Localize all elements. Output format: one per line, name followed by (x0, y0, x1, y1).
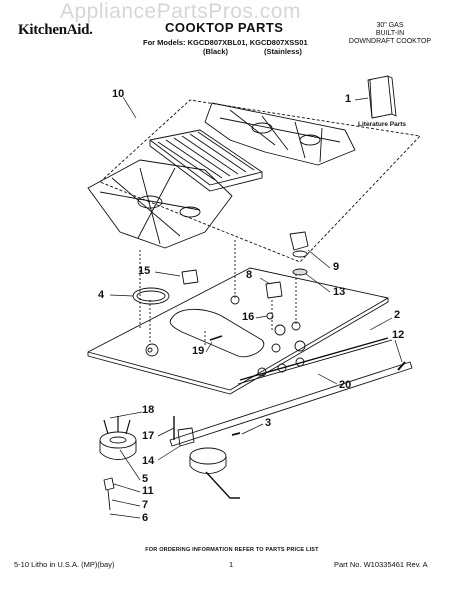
gas-line-1: 30" GAS (376, 22, 404, 29)
bracket-icon (177, 427, 195, 447)
callout-8: 8 (246, 269, 253, 281)
gas-line-3: DOWNDRAFT COOKTOP (348, 38, 432, 45)
screw-3-icon (231, 432, 241, 436)
ignition-switch-icon (181, 269, 199, 285)
part-number: Part No. W10335461 Rev. A (334, 560, 428, 569)
brand-logo: KitchenAid. (18, 22, 93, 38)
orifice-icon (103, 477, 115, 491)
callout-18: 18 (142, 404, 155, 416)
burner-cap-icon (132, 287, 170, 305)
callout-12: 12 (392, 329, 405, 341)
right-grate-icon (204, 102, 356, 166)
callout-1: 1 (345, 93, 352, 105)
callout-20: 20 (339, 379, 352, 391)
gas-line-2: BUILT-IN (375, 30, 405, 37)
callout-13: 13 (333, 286, 346, 298)
rear-trim-2 (169, 361, 413, 447)
litho-note: 5-10 Litho in U.S.A. (MP)(bay) (14, 560, 115, 569)
page-number: 1 (229, 560, 234, 569)
callout-5: 5 (142, 473, 149, 485)
left-grate-icon (87, 159, 233, 249)
models-line: For Models: KGCD807XBL01, KGCD807XSS01 (143, 38, 308, 47)
variant-stainless: (Stainless) (264, 47, 302, 56)
callout-19: 19 (192, 345, 205, 357)
variant-black: (Black) (203, 47, 229, 56)
ordering-note: FOR ORDERING INFORMATION REFER TO PARTS … (145, 547, 319, 553)
callout-14: 14 (142, 455, 155, 467)
callout-9: 9 (333, 261, 340, 273)
callout-15: 15 (138, 265, 151, 277)
knob-icon (289, 231, 309, 276)
watermark: AppliancePartsPros.com (60, 0, 301, 23)
callout-4: 4 (98, 289, 105, 301)
literature-booklet-icon (367, 75, 397, 119)
callout-16: 16 (242, 311, 255, 323)
callout-17: 17 (142, 430, 155, 442)
grate-group-outline (99, 99, 421, 263)
page-title: COOKTOP PARTS (165, 20, 284, 35)
trim-strip-20 (239, 337, 389, 381)
callout-10: 10 (112, 88, 125, 100)
callout-11: 11 (142, 485, 154, 497)
callout-6: 6 (142, 512, 149, 524)
callout-7: 7 (142, 499, 149, 511)
callout-3: 3 (265, 417, 272, 429)
center-grill-grate-icon (149, 129, 263, 192)
cooktop-panel (87, 267, 389, 395)
burner-base-icon (99, 416, 137, 460)
screw-icon (209, 335, 223, 341)
callout-2: 2 (394, 309, 401, 321)
literature-parts-label: Literature Parts (358, 121, 407, 128)
side-trim-12 (397, 361, 406, 371)
knob-small-icon (265, 281, 283, 299)
wire-icon (107, 489, 111, 511)
burner-base-right-icon (189, 447, 240, 499)
